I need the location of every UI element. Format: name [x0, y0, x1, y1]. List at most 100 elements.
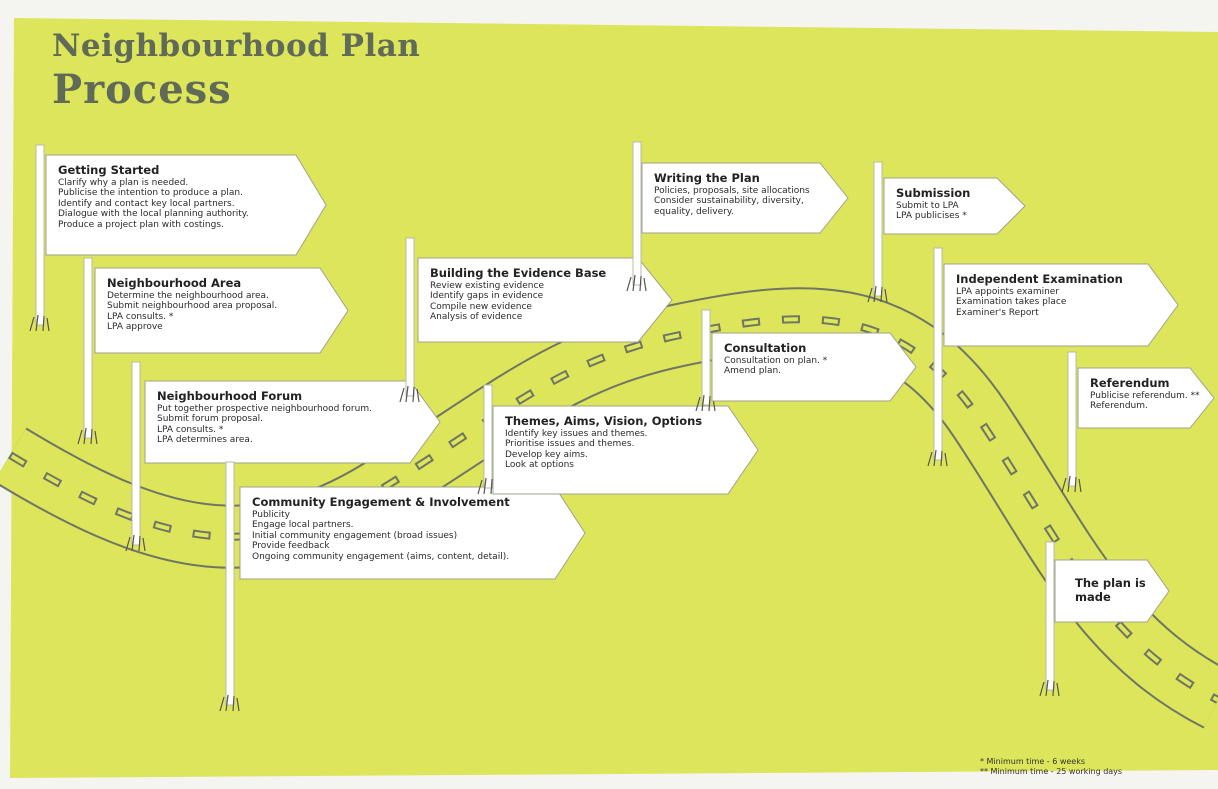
- stage-heading: The plan is made: [1075, 576, 1146, 604]
- stage-heading: Submission: [896, 186, 971, 200]
- grass-tuft-icon: [399, 385, 420, 403]
- stage-heading: Neighbourhood Forum: [157, 389, 303, 403]
- grass-tuft-icon: [626, 274, 647, 292]
- stage-step: Prioritise issues and themes.: [505, 439, 635, 450]
- stage-step: Initial community engagement (broad issu…: [252, 530, 458, 541]
- signpost-pole-submission: [873, 161, 883, 297]
- stage-step: Examination takes place: [956, 297, 1067, 308]
- stage-step: Ongoing community engagement (aims, cont…: [252, 551, 510, 562]
- stage-step: Identify gaps in evidence: [430, 291, 544, 302]
- stage-step: Referendum.: [1090, 401, 1148, 412]
- stage-step: Identify key issues and themes.: [505, 429, 648, 439]
- arrow-sign-submission: [883, 177, 1026, 235]
- stage-step: Consultation on plan. *: [724, 356, 828, 366]
- stage-heading: Community Engagement & Involvement: [252, 495, 510, 509]
- signpost-pole-neighbourhood-forum: [131, 361, 141, 546]
- grass-tuft-icon: [695, 394, 716, 412]
- footnote-2: ** Minimum time - 25 working days: [980, 766, 1123, 776]
- stage-step: Analysis of evidence: [430, 312, 523, 323]
- title-line-2: Process: [52, 66, 232, 113]
- signpost-pole-evidence-base: [405, 237, 415, 397]
- arrow-sign-neighbourhood-forum: [144, 380, 441, 464]
- grass-tuft-icon: [477, 477, 498, 495]
- stage-step: LPA appoints examiner: [956, 287, 1060, 297]
- arrow-sign-examination: [943, 263, 1179, 347]
- arrow-sign-writing: [641, 162, 849, 234]
- stage-heading: Referendum: [1090, 376, 1170, 390]
- stage-step: Determine the neighbourhood area.: [107, 291, 269, 301]
- stage-step: Dialogue with the local planning authori…: [58, 209, 249, 220]
- stage-step: Review existing evidence: [430, 281, 544, 291]
- signpost-pole-plan-made: [1045, 541, 1055, 691]
- arrow-sign-getting-started: [45, 154, 327, 256]
- stage-step: Engage local partners.: [252, 520, 354, 531]
- stage-step: LPA determines area.: [157, 435, 253, 446]
- arrow-sign-plan-made: [1054, 559, 1170, 623]
- stage-heading: Getting Started: [58, 163, 160, 177]
- stage-step: Submit forum proposal.: [157, 414, 264, 425]
- grass-tuft-icon: [867, 285, 888, 303]
- stage-step: LPA publicises *: [896, 211, 967, 222]
- stage-step: equality, delivery.: [654, 206, 734, 217]
- signpost-pole-writing: [632, 141, 642, 286]
- stage-heading: Consultation: [724, 341, 807, 355]
- signpost-pole-community-engagement: [225, 461, 235, 706]
- stage-heading: Building the Evidence Base: [430, 266, 607, 280]
- footnotes: * Minimum time - 6 weeks ** Minimum time…: [980, 757, 1122, 776]
- stage-step: Policies, proposals, site allocations: [654, 186, 810, 196]
- stage-step: Identify and contact key local partners.: [58, 198, 235, 209]
- stage-heading: Writing the Plan: [654, 171, 760, 185]
- stage-step: Clarify why a plan is needed.: [58, 178, 189, 188]
- stage-step: Submit to LPA: [896, 201, 959, 211]
- signpost-pole-getting-started: [35, 144, 45, 326]
- stage-step: LPA consults. *: [107, 311, 174, 322]
- road-center-dashes: [7, 315, 1218, 704]
- stage-step: Compile new evidence: [430, 301, 532, 312]
- arrow-sign-evidence-base: [417, 257, 673, 343]
- stage-heading: Neighbourhood Area: [107, 276, 242, 290]
- stage-step: Develop key aims.: [505, 449, 588, 460]
- arrow-sign-themes: [492, 405, 759, 495]
- signpost-pole-themes: [483, 384, 493, 489]
- grass-tuft-icon: [29, 314, 50, 332]
- grass-tuft-icon: [1061, 475, 1082, 493]
- grass-tuft-icon: [125, 534, 146, 552]
- arrow-sign-neighbourhood-area: [94, 267, 349, 354]
- stage-step: Submit neighbourhood area proposal.: [107, 301, 278, 312]
- stage-step: Amend plan.: [724, 366, 782, 377]
- grass-tuft-icon: [219, 694, 240, 712]
- stage-plan-made: The plan is made: [1067, 568, 1155, 605]
- arrow-sign-consultation: [711, 332, 917, 402]
- stage-step: Publicise referendum. **: [1090, 391, 1200, 401]
- title-line-1: Neighbourhood Plan: [52, 28, 421, 64]
- signpost-pole-referendum: [1067, 351, 1077, 487]
- signpost-pole-examination: [933, 247, 943, 461]
- stage-step: Produce a project plan with costings.: [58, 219, 224, 230]
- stage-step: Publicise the intention to produce a pla…: [58, 188, 243, 199]
- stage-step: Consider sustainability, diversity,: [654, 196, 804, 207]
- arrow-sign-referendum: [1077, 367, 1215, 429]
- signpost-pole-neighbourhood-area: [83, 257, 93, 439]
- grass-tuft-icon: [77, 427, 98, 445]
- stage-heading: Independent Examination: [956, 272, 1123, 286]
- stage-step: LPA approve: [107, 322, 163, 333]
- stage-step: LPA consults. *: [157, 424, 224, 435]
- stage-step: Publicity: [252, 510, 290, 520]
- grass-tuft-icon: [927, 449, 948, 467]
- stage-heading: Themes, Aims, Vision, Options: [505, 414, 703, 428]
- grass-tuft-icon: [1039, 679, 1060, 697]
- footnote-1: * Minimum time - 6 weeks: [980, 757, 1086, 766]
- stage-step: Look at options: [505, 460, 574, 471]
